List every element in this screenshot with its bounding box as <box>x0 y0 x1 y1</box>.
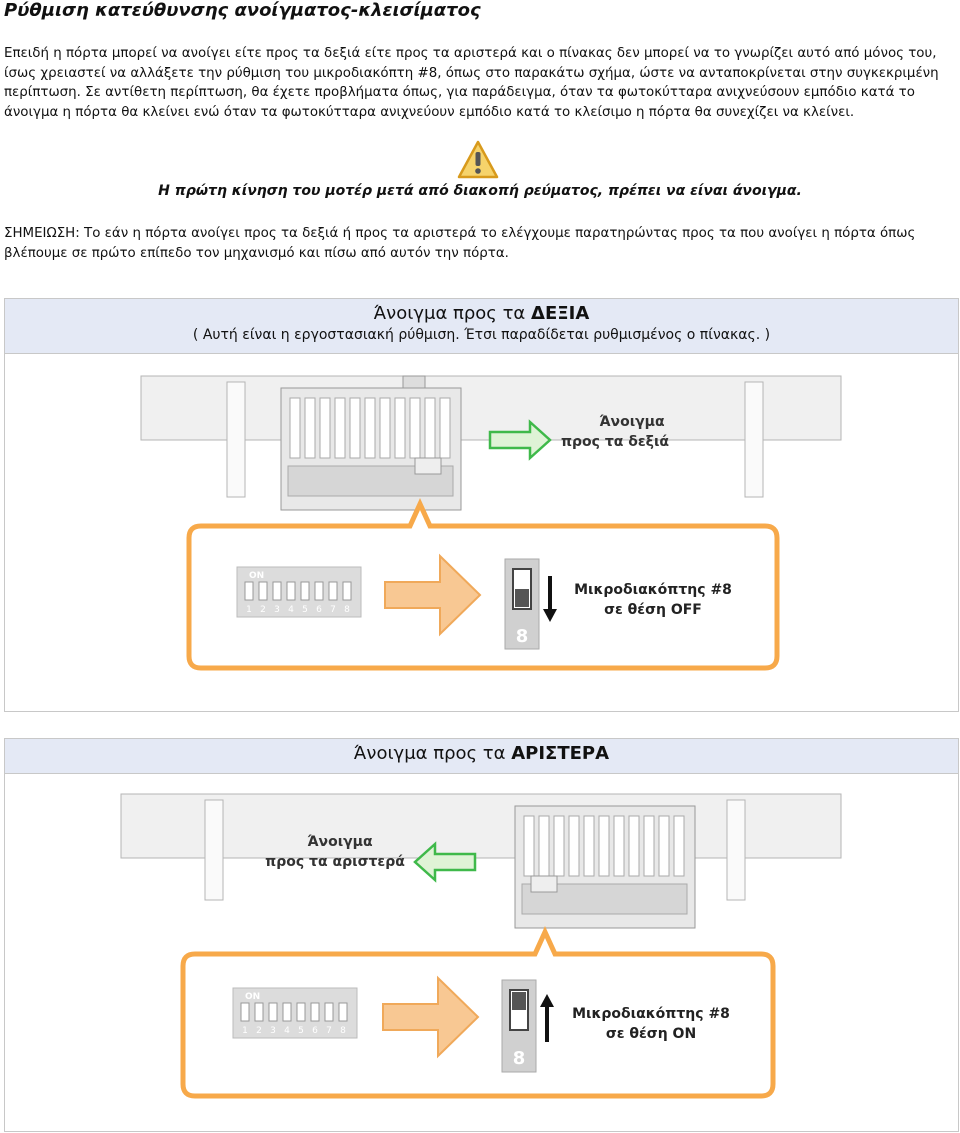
open-right-header: Άνοιγμα προς τα ΔΕΞΙΑ ( Αυτή είναι η εργ… <box>5 299 958 354</box>
svg-text:1: 1 <box>242 1026 248 1036</box>
svg-text:4: 4 <box>288 605 294 615</box>
open-right-subheading: ( Αυτή είναι η εργοστασιακή ρύθμιση. Έτσ… <box>192 327 771 343</box>
dip-switch-bank: ON 1 2 3 4 5 6 7 8 <box>232 987 358 1039</box>
switch-label-line2: σε θέση ON <box>606 1026 696 1042</box>
switch-label-line2: σε θέση OFF <box>604 602 702 618</box>
open-label-line1: Άνοιγμα <box>599 414 665 430</box>
svg-text:7: 7 <box>326 1026 332 1036</box>
open-left-heading: Άνοιγμα προς τα ΑΡΙΣΤΕΡΑ <box>353 743 610 764</box>
svg-text:8: 8 <box>516 626 529 647</box>
arrow-right-icon <box>488 419 552 461</box>
arrow-down-icon <box>543 576 557 622</box>
open-left-section: Άνοιγμα προς τα ΑΡΙΣΤΕΡΑ Άνοιγμα προς τα… <box>4 738 959 1132</box>
switch-8-closeup: 8 <box>504 558 540 650</box>
note-paragraph: ΣΗΜΕΙΩΣΗ: Το εάν η πόρτα ανοίγει προς τα… <box>4 226 916 261</box>
svg-text:7: 7 <box>330 605 336 615</box>
motor-unit <box>280 375 462 511</box>
svg-text:3: 3 <box>274 605 280 615</box>
svg-text:2: 2 <box>256 1026 262 1036</box>
svg-text:3: 3 <box>270 1026 276 1036</box>
switch-label-line1: Μικροδιακόπτης #8 <box>572 1006 730 1022</box>
on-label: ON <box>249 571 264 581</box>
intro-paragraph: Επειδή η πόρτα μπορεί να ανοίγει είτε πρ… <box>4 46 939 120</box>
warning-text: Η πρώτη κίνηση του μοτέρ μετά από διακοπ… <box>158 183 802 199</box>
svg-text:6: 6 <box>312 1026 318 1036</box>
open-right-section: Άνοιγμα προς τα ΔΕΞΙΑ ( Αυτή είναι η εργ… <box>4 298 959 712</box>
svg-text:6: 6 <box>316 605 322 615</box>
big-arrow-icon <box>384 553 482 637</box>
svg-text:1: 1 <box>246 605 252 615</box>
svg-text:5: 5 <box>302 605 308 615</box>
open-right-heading: Άνοιγμα προς τα ΔΕΞΙΑ <box>373 303 590 324</box>
big-arrow-icon <box>382 975 480 1059</box>
dip-switch-bank: ON 1 2 3 4 5 6 7 8 <box>236 566 362 618</box>
warning-triangle-icon <box>457 140 499 180</box>
switch-8-closeup: 8 <box>501 979 537 1073</box>
svg-text:8: 8 <box>513 1048 526 1069</box>
svg-text:8: 8 <box>340 1026 346 1036</box>
svg-text:2: 2 <box>260 605 266 615</box>
svg-text:4: 4 <box>284 1026 290 1036</box>
svg-text:8: 8 <box>344 605 350 615</box>
on-label: ON <box>245 992 260 1002</box>
open-left-diagram: Άνοιγμα προς τα αριστερά ON <box>120 793 842 1099</box>
arrow-left-icon <box>413 841 477 883</box>
open-label-line2: προς τα δεξιά <box>561 434 669 450</box>
svg-text:5: 5 <box>298 1026 304 1036</box>
open-label-line2: προς τα αριστερά <box>265 854 405 870</box>
open-label-line1: Άνοιγμα <box>307 834 373 850</box>
open-left-header: Άνοιγμα προς τα ΑΡΙΣΤΕΡΑ <box>5 739 958 774</box>
arrow-up-icon <box>540 994 554 1042</box>
open-right-diagram: Άνοιγμα προς τα δεξιά ON 1 2 3 4 5 6 7 8 <box>140 375 842 671</box>
page-title: Ρύθμιση κατεύθυνσης ανοίγματος-κλεισίματ… <box>4 0 481 21</box>
switch-label-line1: Μικροδιακόπτης #8 <box>574 582 732 598</box>
motor-unit <box>514 805 696 929</box>
